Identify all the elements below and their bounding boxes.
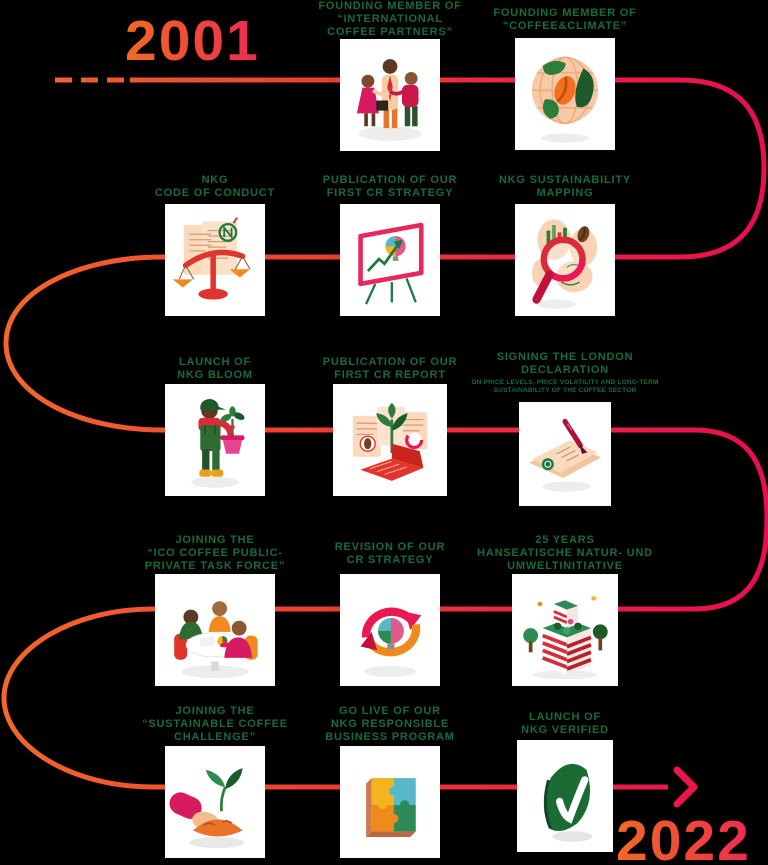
arrow-head-icon (673, 766, 698, 808)
start-year-label: 2001 (125, 9, 260, 73)
milestone-title: FOUNDING MEMBER OF “COFFEE&CLIMATE” (493, 7, 637, 32)
scales-documents-icon (172, 217, 251, 300)
milestone-title: NKG CODE OF CONDUCT (154, 174, 276, 199)
milestone-title: JOINING THE “SUSTAINABLE COFFEE CHALLENG… (142, 705, 288, 743)
globe-coffee-icon (531, 56, 599, 143)
milestone-responsible-business-program: GO LIVE OF OUR NKG RESPONSIBLE BUSINESS … (270, 705, 510, 858)
milestone-card (155, 574, 275, 686)
meeting-table-icon (174, 601, 258, 679)
milestone-card (340, 204, 440, 316)
milestone-card (340, 39, 440, 151)
milestone-title: NKG SUSTAINABILITY MAPPING (498, 174, 632, 199)
milestone-card (165, 746, 265, 858)
milestone-card (515, 38, 615, 150)
end-year-label: 2022 (616, 808, 751, 865)
milestone-international-coffee-partners: FOUNDING MEMBER OF “INTERNATIONAL COFFEE… (270, 0, 510, 151)
milestone-title: 25 YEARS HANSEATISCHE NATUR- UND UMWELTI… (477, 534, 653, 572)
milestone-title: LAUNCH OF NKG VERIFIED (521, 711, 609, 736)
magnifier-icon (531, 219, 598, 309)
farmer-plant-icon (191, 399, 245, 488)
milestone-title: GO LIVE OF OUR NKG RESPONSIBLE BUSINESS … (325, 705, 455, 743)
milestone-card (519, 402, 611, 506)
laptop-plant-icon (352, 402, 428, 481)
milestone-card (340, 574, 440, 686)
milestone-first-cr-report: PUBLICATION OF OUR FIRST CR REPORT (270, 356, 510, 496)
milestone-card (165, 384, 265, 496)
milestone-title: REVISION OF OUR CR STRATEGY (334, 541, 446, 566)
milestone-code-of-conduct: NKG CODE OF CONDUCT (95, 174, 335, 316)
milestone-card (333, 384, 447, 496)
milestone-sustainable-coffee-challenge: JOINING THE “SUSTAINABLE COFFEE CHALLENG… (95, 705, 335, 858)
handshake-icon (356, 59, 422, 141)
milestone-hanseatic-initiative: 25 YEARS HANSEATISCHE NATUR- UND UMWELTI… (445, 534, 685, 686)
milestone-title: LAUNCH OF NKG BLOOM (177, 356, 253, 381)
milestone-sustainability-mapping: NKG SUSTAINABILITY MAPPING (445, 174, 685, 316)
circular-arrows-bulb-icon (360, 607, 422, 677)
milestone-title: SIGNING THE LONDON DECLARATION (496, 351, 634, 376)
puzzle-icon (366, 778, 416, 837)
milestone-london-declaration: SIGNING THE LONDON DECLARATION ON PRICE … (435, 351, 695, 506)
milestone-first-cr-strategy: PUBLICATION OF OUR FIRST CR STRATEGY (270, 174, 510, 316)
verified-leaf-icon (543, 763, 592, 842)
milestone-title: JOINING THE “ICO COFFEE PUBLIC- PRIVATE … (144, 534, 286, 572)
milestone-ico-task-force: JOINING THE “ICO COFFEE PUBLIC- PRIVATE … (95, 534, 335, 686)
green-building-icon (523, 596, 608, 680)
milestone-cr-strategy-revision: REVISION OF OUR CR STRATEGY (270, 541, 510, 686)
milestone-card (340, 746, 440, 858)
milestone-nkg-verified: LAUNCH OF NKG VERIFIED (445, 711, 685, 852)
milestone-card (515, 204, 615, 316)
milestone-title: PUBLICATION OF OUR FIRST CR STRATEGY (322, 174, 458, 199)
presentation-board-icon (358, 222, 424, 305)
pen-declaration-icon (529, 418, 601, 492)
milestone-card (165, 204, 265, 316)
milestone-subtitle: ON PRICE LEVELS, PRICE VOLATILITY AND LO… (471, 379, 659, 394)
milestone-title: PUBLICATION OF OUR FIRST CR REPORT (322, 356, 458, 381)
milestone-coffee-and-climate: FOUNDING MEMBER OF “COFFEE&CLIMATE” (445, 7, 685, 150)
milestone-card (517, 740, 613, 852)
milestone-card (512, 574, 618, 686)
hand-seedling-icon (169, 767, 245, 848)
milestone-title: FOUNDING MEMBER OF “INTERNATIONAL COFFEE… (318, 0, 462, 38)
milestone-nkg-bloom: LAUNCH OF NKG BLOOM (95, 356, 335, 496)
